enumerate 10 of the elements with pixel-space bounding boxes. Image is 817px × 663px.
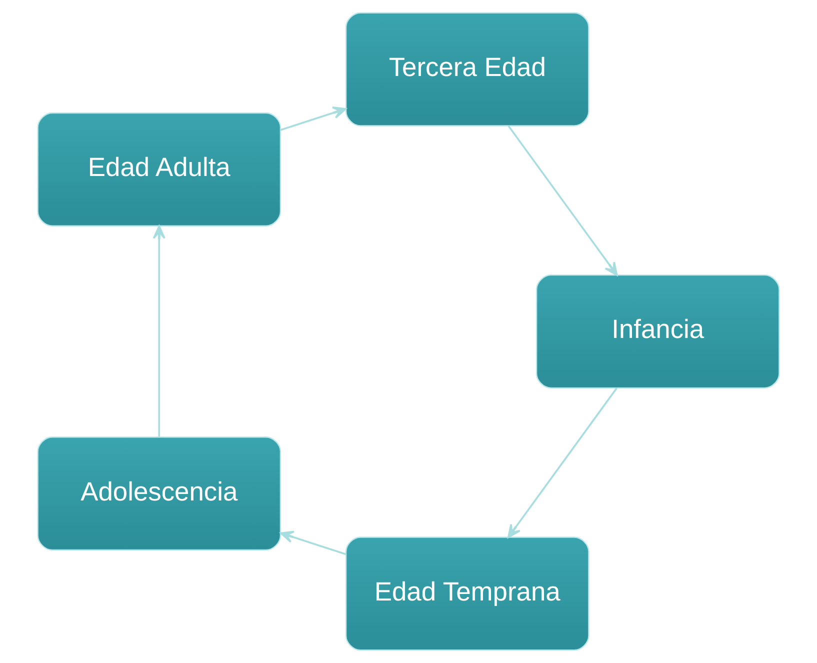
- node-box: Adolescencia: [37, 436, 282, 551]
- node-box: Edad Adulta: [37, 112, 282, 226]
- node-box: Infancia: [536, 274, 780, 389]
- arrow: [508, 388, 618, 538]
- arrow: [280, 106, 346, 131]
- arrow: [280, 530, 346, 556]
- arrow: [508, 125, 618, 276]
- arrow: [152, 225, 166, 437]
- node-box: Edad Temprana: [345, 536, 590, 651]
- node-box: Tercera Edad: [345, 12, 590, 126]
